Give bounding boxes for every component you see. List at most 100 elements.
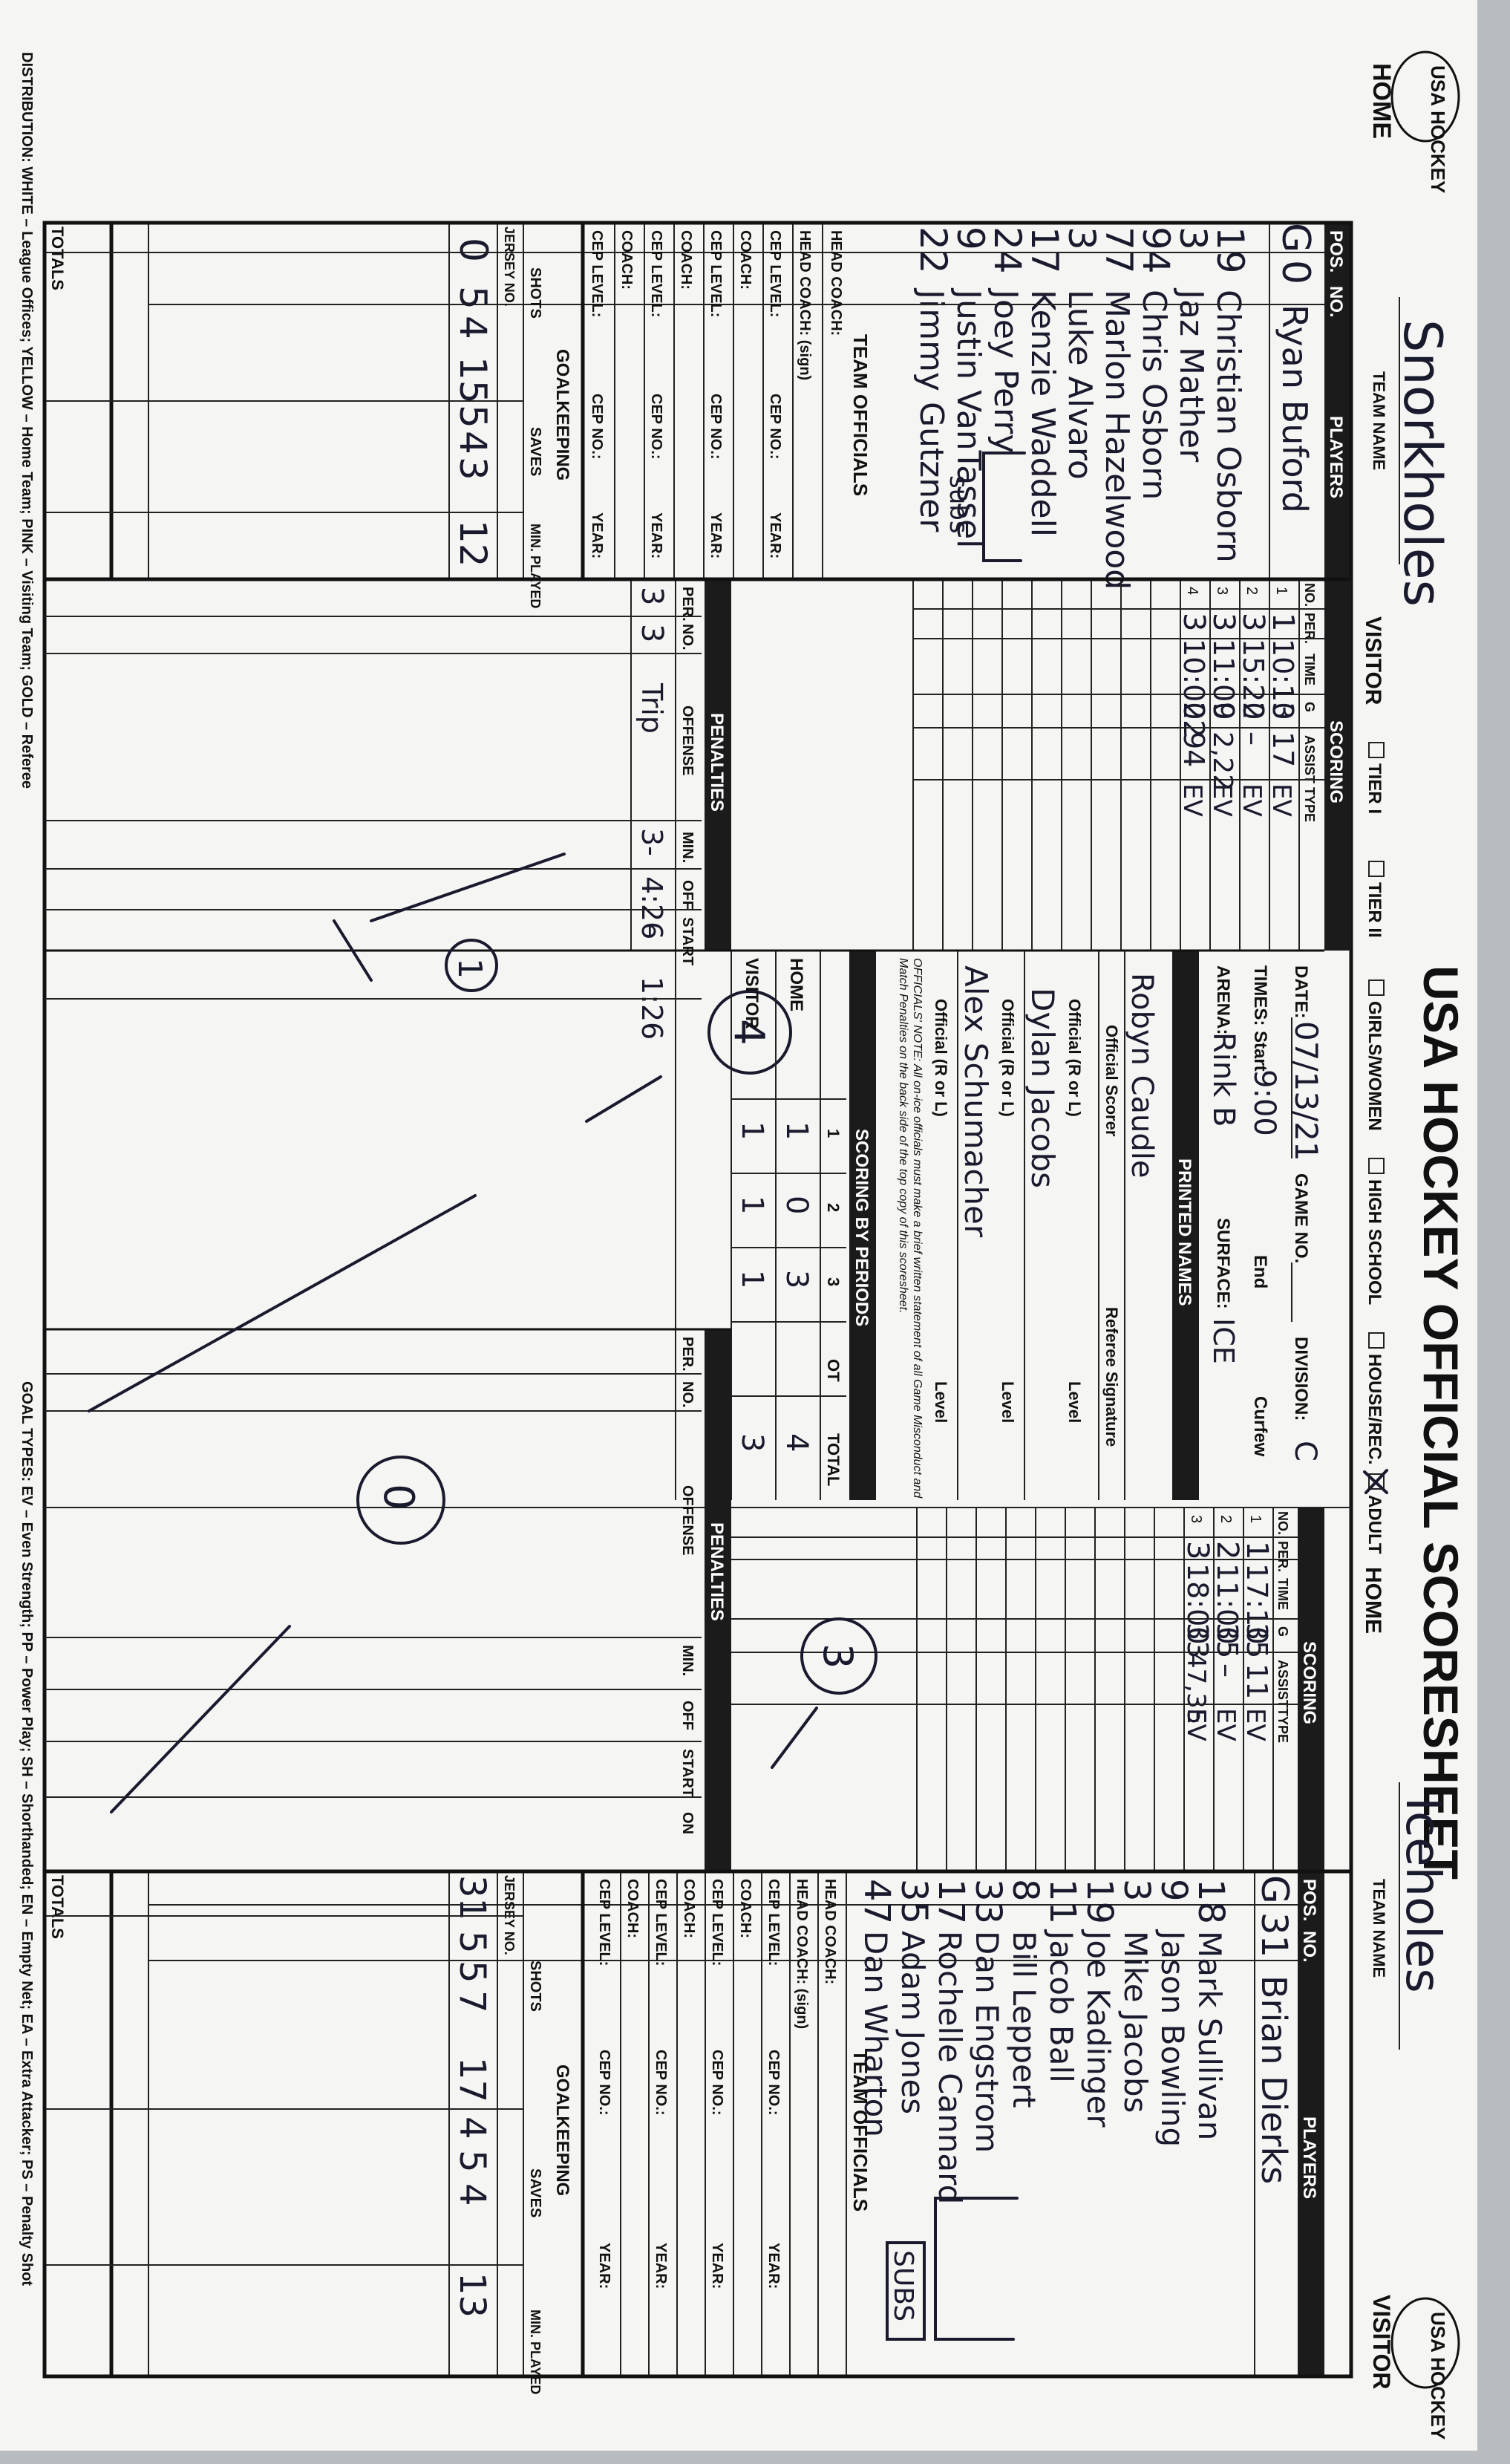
svg-text:EV: EV: [1237, 783, 1266, 817]
svg-text:Bill Leppert: Bill Leppert: [1006, 1931, 1042, 2108]
svg-text:Dan Engstrom: Dan Engstrom: [969, 1931, 1005, 2153]
svg-text:HOME: HOME: [786, 958, 806, 1011]
svg-text:G: G: [1253, 1875, 1296, 1904]
svg-text:Level: Level: [1065, 1381, 1084, 1423]
svg-text:CEP LEVEL:: CEP LEVEL:: [707, 230, 724, 317]
svg-text:EV: EV: [1177, 783, 1207, 817]
svg-text:3: 3: [1180, 1541, 1215, 1559]
svg-text:TIER I: TIER I: [1364, 763, 1385, 814]
svg-text:1: 1: [1240, 1541, 1274, 1559]
svg-text:START: START: [679, 1749, 696, 1797]
tier-1-checkbox[interactable]: [1368, 742, 1385, 758]
home-subs-label: subs: [944, 475, 973, 534]
arena-value: Rink B: [1206, 1032, 1241, 1127]
start-time: 9:00: [1247, 1069, 1281, 1136]
home-scoring-header: [1324, 579, 1351, 951]
svg-text:Official (R or L): Official (R or L): [999, 999, 1017, 1117]
svg-text:ASSIST: ASSIST: [1275, 1660, 1290, 1708]
svg-text:End: End: [1250, 1255, 1270, 1288]
svg-text:Trip: Trip: [635, 682, 668, 734]
adult-checkbox[interactable]: [1368, 1473, 1385, 1490]
game-info: DATE: 07/13/21 GAME NO. DIVISION: C TIME…: [932, 951, 1324, 1500]
girls-women-checkbox[interactable]: [1368, 980, 1385, 996]
svg-text:YEAR:: YEAR:: [709, 2243, 725, 2289]
svg-text:Jason Bowling: Jason Bowling: [1154, 1929, 1191, 2147]
svg-text:EV: EV: [1266, 783, 1296, 817]
home-period-total: 4: [779, 1433, 814, 1452]
svg-text:5: 5: [451, 405, 494, 428]
svg-text:VISITOR: VISITOR: [742, 958, 762, 1029]
svg-text:3: 3: [1206, 613, 1241, 631]
svg-text:10:10: 10:10: [1266, 639, 1299, 720]
svg-text:4: 4: [451, 431, 494, 454]
house-rec-checkbox[interactable]: [1368, 1332, 1385, 1349]
svg-text:PLAYERS: PLAYERS: [1299, 2116, 1319, 2199]
svg-text:HEAD COACH:: HEAD COACH:: [822, 1879, 838, 1984]
svg-text:G: G: [1273, 223, 1318, 252]
svg-text:4: 4: [451, 2183, 493, 2206]
svg-text:TYPE: TYPE: [1275, 1708, 1290, 1743]
table-row: 3 3 Trip 3- 4:26 – 1:26: [635, 587, 669, 1040]
svg-text:CEP LEVEL:: CEP LEVEL:: [596, 1879, 612, 1966]
svg-text:13: 13: [451, 2272, 493, 2318]
svg-text:Joey Perry: Joey Perry: [987, 287, 1024, 453]
svg-text:3: 3: [1171, 226, 1215, 250]
goal-types-note: GOAL TYPES: EV – Even Strength; PP – Pow…: [19, 1381, 35, 2286]
svg-text:EV: EV: [1241, 1708, 1270, 1741]
svg-text:Luke Alvaro: Luke Alvaro: [1061, 290, 1099, 480]
svg-text:OT: OT: [824, 1359, 843, 1382]
svg-text:2: 2: [1237, 702, 1269, 720]
svg-text:NO.: NO.: [1302, 583, 1317, 607]
svg-text:COACH:: COACH:: [737, 230, 754, 290]
home-period-1: 1: [779, 1121, 814, 1140]
svg-text:CEP LEVEL:: CEP LEVEL:: [648, 230, 664, 317]
visitor-subs-bracket: [934, 2197, 1019, 2341]
high-school-checkbox[interactable]: [1368, 1158, 1385, 1174]
svg-text:Christian Osborn: Christian Osborn: [1209, 290, 1247, 563]
svg-text:OFFENSE: OFFENSE: [679, 1485, 696, 1555]
svg-text:31: 31: [1253, 1912, 1295, 1958]
svg-text:EV: EV: [1207, 783, 1237, 817]
home-period-3: 3: [779, 1270, 814, 1288]
svg-text:PENALTIES: PENALTIES: [707, 1522, 727, 1621]
visitor-corner-label: VISITOR: [1368, 2295, 1395, 2389]
svg-text:94: 94: [1177, 731, 1210, 767]
visitor-goalkeeping: GOALKEEPING SHOTS SAVES MIN. PLAYED JERS…: [45, 1871, 572, 2394]
svg-text:Justin VanTassel: Justin VanTassel: [950, 287, 987, 548]
svg-text:1: 1: [824, 1129, 843, 1138]
home-team-name-label: TEAM NAME: [1370, 371, 1388, 470]
svg-text:17: 17: [1266, 731, 1299, 767]
svg-text:0: 0: [1273, 260, 1318, 284]
tier-2-checkbox[interactable]: [1368, 861, 1385, 877]
svg-text:CEP NO.:: CEP NO.:: [707, 394, 724, 460]
svg-text:5: 5: [451, 1931, 493, 1954]
division-value: C: [1288, 1441, 1322, 1461]
visitor-goals-total-marker: 3: [814, 1643, 861, 1669]
svg-text:PER.: PER.: [1275, 1541, 1290, 1572]
svg-text:Dan Wharton: Dan Wharton: [857, 1931, 894, 2137]
home-goalie-jersey: 0: [451, 238, 495, 262]
svg-text:NO.: NO.: [679, 1381, 696, 1408]
svg-text:3: 3: [1214, 587, 1230, 595]
svg-text:PLAYERS: PLAYERS: [1326, 416, 1346, 498]
svg-text:YEAR:: YEAR:: [596, 2243, 612, 2289]
svg-text:NO.: NO.: [1326, 286, 1346, 318]
svg-text:USA HOCKEY: USA HOCKEY: [1427, 2312, 1449, 2439]
svg-text:94: 94: [1134, 226, 1177, 274]
svg-text:9: 9: [949, 226, 992, 250]
svg-text:4:26: 4:26: [635, 876, 668, 939]
svg-text:17:10: 17:10: [1241, 1563, 1273, 1645]
svg-text:HIGH SCHOOL: HIGH SCHOOL: [1364, 1179, 1385, 1305]
svg-text:11: 11: [1241, 1663, 1273, 1699]
svg-text:CEP NO.:: CEP NO.:: [648, 394, 664, 460]
svg-text:3-: 3-: [635, 828, 668, 856]
svg-text:EV: EV: [1211, 1708, 1241, 1741]
